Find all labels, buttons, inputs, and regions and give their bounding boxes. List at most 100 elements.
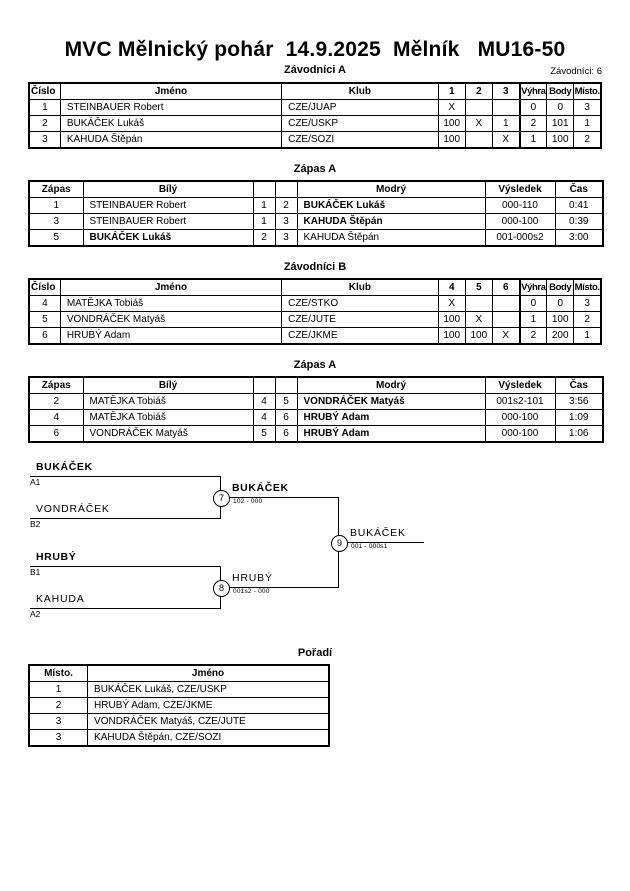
cell-time: 3:56 — [554, 393, 604, 410]
cell-white: STEINBAUER Robert — [82, 213, 254, 230]
page-title: MVC Mělnický pohár 14.9.2025 Mělník MU16… — [64, 38, 566, 61]
table-row: 4 MATĚJKA Tobiáš CZE/STKO X 0 0 3 — [28, 295, 602, 312]
table-row: 2 BUKÁČEK Lukáš CZE/USKP 100 X 1 2 101 1 — [28, 115, 602, 132]
cell-result: 000-110 — [484, 197, 556, 214]
cell-white: MATĚJKA Tobiáš — [82, 409, 254, 426]
cell-name: KAHUDA Štěpán, CZE/SOZI — [87, 729, 330, 747]
table-row: 1 STEINBAUER Robert 1 2 BUKÁČEK Lukáš 00… — [28, 197, 604, 214]
col-match-no: Zápas — [28, 376, 84, 394]
col-result: Výsledek — [484, 376, 556, 394]
col-blue-no — [274, 180, 298, 198]
cell-number: 1 — [28, 99, 61, 116]
bracket-winner-name: BUKÁČEK — [232, 482, 289, 494]
cell-score: 100 — [437, 115, 466, 132]
cell-score: 100 — [437, 327, 466, 345]
cell-result: 000-100 — [484, 425, 556, 443]
col-points: Body — [546, 82, 575, 100]
bracket-entry-name: VONDRÁČEK — [36, 503, 110, 515]
section-title-competitors-b: Závodníci B — [283, 261, 347, 273]
cell-place: 2 — [573, 311, 602, 328]
col-score-3: 3 — [491, 82, 521, 100]
cell-score — [491, 311, 521, 328]
cell-club: CZE/USKP — [281, 115, 439, 132]
cell-score — [491, 99, 521, 116]
section-title-competitors-a: Závodníci A — [284, 64, 346, 76]
cell-white-no: 2 — [252, 229, 276, 247]
col-score-6: 6 — [491, 278, 521, 296]
cell-place: 1 — [573, 327, 602, 345]
col-score-1: 1 — [437, 82, 466, 100]
cell-place: 3 — [28, 713, 89, 730]
cell-name: HRUBÝ Adam, CZE/JKME — [87, 697, 330, 714]
table-header-row: Zápas Bílý Modrý Výsledek Čas — [28, 376, 604, 394]
cell-match-no: 2 — [28, 393, 84, 410]
cell-wins: 0 — [518, 295, 548, 312]
bracket-line — [228, 497, 338, 498]
table-row: 3 KAHUDA Štěpán, CZE/SOZI — [28, 729, 330, 747]
cell-time: 0:39 — [554, 213, 604, 230]
cell-points: 101 — [546, 115, 575, 132]
cell-blue-no: 2 — [274, 197, 298, 214]
cell-wins: 1 — [518, 131, 548, 149]
bracket-entry-seed: B1 — [30, 567, 41, 577]
col-name: Jméno — [59, 278, 283, 296]
col-club: Klub — [281, 82, 439, 100]
cell-place: 3 — [573, 295, 602, 312]
cell-score: X — [491, 131, 521, 149]
bracket-node-9: 9 — [331, 535, 348, 552]
cell-place: 1 — [28, 681, 89, 698]
bracket-line — [346, 542, 424, 543]
cell-white-no: 1 — [252, 197, 276, 214]
bracket-champion-name: BUKÁČEK — [350, 527, 406, 539]
ranking-table-wrap: Místo. Jméno 1 BUKÁČEK Lukáš, CZE/USKP 2… — [0, 664, 358, 747]
cell-points: 100 — [546, 131, 575, 149]
cell-match-no: 5 — [28, 229, 84, 247]
matches-a-table-wrap: Zápas Bílý Modrý Výsledek Čas 1 STEINBAU… — [0, 180, 630, 247]
bracket-entry-seed: B2 — [30, 519, 41, 529]
bracket-score: 102 - 000 — [233, 498, 263, 505]
cell-match-no: 6 — [28, 425, 84, 443]
cell-white: MATĚJKA Tobiáš — [82, 393, 254, 410]
col-blue: Modrý — [296, 180, 486, 198]
cell-blue: HRUBÝ Adam — [296, 425, 486, 443]
table-row: 3 KAHUDA Štěpán CZE/SOZI 100 X 1 100 2 — [28, 131, 602, 149]
col-time: Čas — [554, 180, 604, 198]
cell-number: 4 — [28, 295, 61, 312]
col-white-no — [252, 376, 276, 394]
cell-score — [464, 295, 493, 312]
cell-white-no: 4 — [252, 393, 276, 410]
col-wins: Výhra — [518, 278, 548, 296]
col-name: Jméno — [87, 664, 330, 682]
competitors-b-table: Číslo Jméno Klub 4 5 6 Výhra Body Místo.… — [28, 278, 602, 345]
cell-number: 5 — [28, 311, 61, 328]
cell-name: VONDRÁČEK Matyáš — [59, 311, 283, 328]
col-points: Body — [546, 278, 575, 296]
cell-name: BUKÁČEK Lukáš, CZE/USKP — [87, 681, 330, 698]
table-row: 2 MATĚJKA Tobiáš 4 5 VONDRÁČEK Matyáš 00… — [28, 393, 604, 410]
cell-club: CZE/JKME — [281, 327, 439, 345]
bracket-entry-seed: A2 — [30, 609, 41, 619]
cell-name: VONDRÁČEK Matyáš, CZE/JUTE — [87, 713, 330, 730]
cell-blue: VONDRÁČEK Matyáš — [296, 393, 486, 410]
cell-place: 3 — [28, 729, 89, 747]
table-row: 6 HRUBÝ Adam CZE/JKME 100 100 X 2 200 1 — [28, 327, 602, 345]
bracket-score: 001s2 - 000 — [233, 588, 270, 595]
cell-blue-no: 3 — [274, 229, 298, 247]
cell-club: CZE/STKO — [281, 295, 439, 312]
table-row: 5 VONDRÁČEK Matyáš CZE/JUTE 100 X 1 100 … — [28, 311, 602, 328]
cell-white-no: 4 — [252, 409, 276, 426]
elimination-bracket: BUKÁČEK A1 VONDRÁČEK B2 7 BUKÁČEK 102 - … — [0, 457, 630, 647]
col-white: Bílý — [82, 376, 254, 394]
cell-white-no: 1 — [252, 213, 276, 230]
table-row: 6 VONDRÁČEK Matyáš 5 6 HRUBÝ Adam 000-10… — [28, 425, 604, 443]
competitors-a-table: Číslo Jméno Klub 1 2 3 Výhra Body Místo.… — [28, 82, 602, 149]
table-row: 3 VONDRÁČEK Matyáš, CZE/JUTE — [28, 713, 330, 730]
col-white-no — [252, 180, 276, 198]
competitors-a-table-wrap: Číslo Jméno Klub 1 2 3 Výhra Body Místo.… — [0, 82, 630, 149]
cell-time: 1:06 — [554, 425, 604, 443]
col-result: Výsledek — [484, 180, 556, 198]
cell-blue-no: 6 — [274, 409, 298, 426]
cell-time: 0:41 — [554, 197, 604, 214]
matches-a-table: Zápas Bílý Modrý Výsledek Čas 1 STEINBAU… — [28, 180, 604, 247]
